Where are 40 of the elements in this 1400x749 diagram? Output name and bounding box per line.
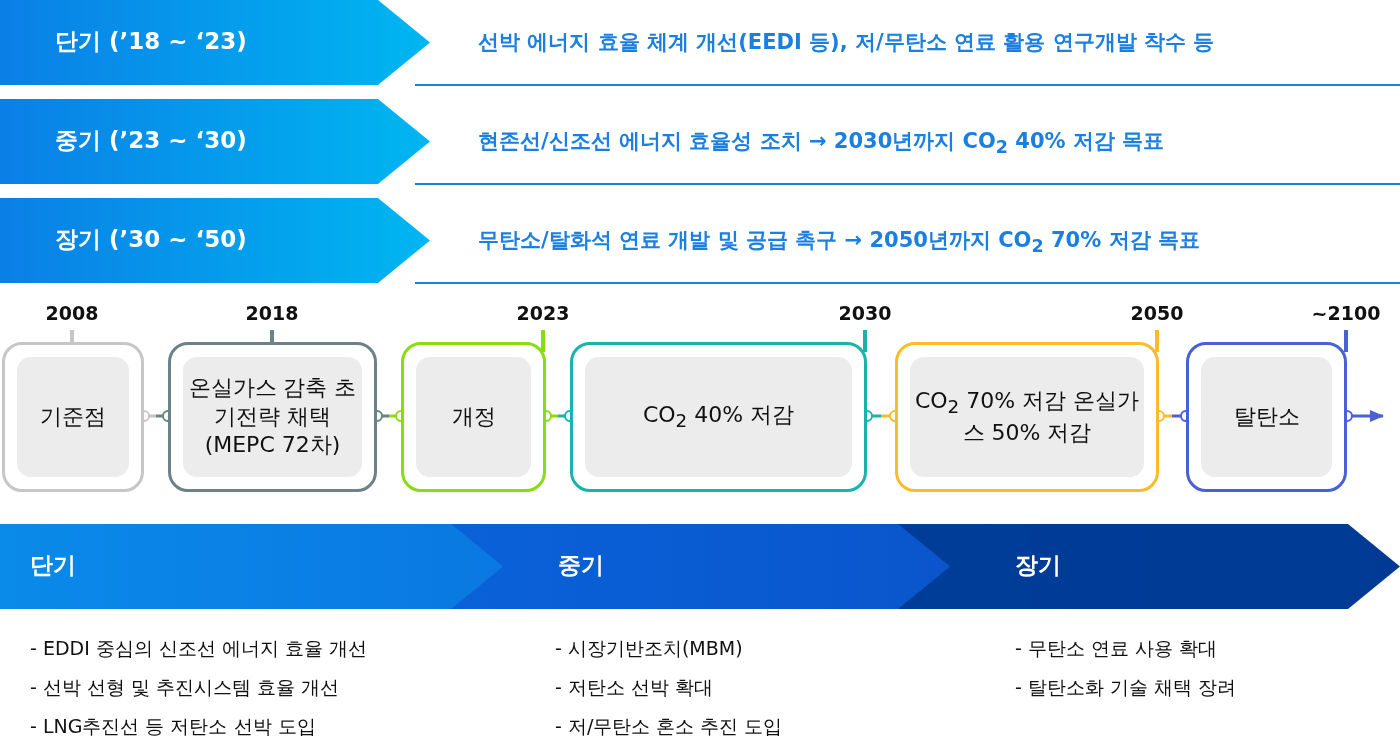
chevron-banner (0, 0, 430, 85)
bullet-item: - 선박 선형 및 추진시스템 효율 개선 (30, 675, 340, 700)
description-text: 현존선/신조선 에너지 효율성 조치 → 2030년까지 CO$_{2}$ 40% 저감 목표 (478, 128, 1165, 158)
banner-title: 단기 (30, 551, 76, 581)
timeline-box (2, 342, 144, 492)
bullet-item: - 탈탄소화 기술 채택 장려 (1015, 675, 1236, 700)
year-label: ~2100 (1311, 302, 1381, 324)
banner-title: 장기 (’30 ~ ‘50) (55, 225, 247, 255)
milestone-text: CO$_{2}$ 70% 저감 온실가스 50% 저감 (913, 386, 1141, 447)
timeline-box (1186, 342, 1347, 492)
chevron-banner (0, 198, 430, 283)
banner-title: 중기 (558, 551, 604, 581)
bullet-item: - 시장기반조치(MBM) (555, 636, 743, 661)
year-label: 2030 (838, 302, 892, 324)
banner-title: 단기 (’18 ~ ‘23) (55, 27, 247, 57)
milestone-text: 탈탄소 (1233, 402, 1300, 431)
banner-title: 중기 (’23 ~ ‘30) (55, 126, 247, 156)
description-text: 무탄소/탈화석 연료 개발 및 공급 촉구 → 2050년까지 CO$_{2}$ 70% 저감 목표 (478, 227, 1200, 257)
chevron-band (897, 524, 1400, 609)
timeline-box (401, 342, 546, 492)
year-label: 2018 (245, 302, 299, 324)
year-label: 2023 (516, 302, 570, 324)
bullet-item: - 무탄소 연료 사용 확대 (1015, 636, 1217, 661)
bullet-item: - 저/무탄소 혼소 추진 도입 (555, 714, 783, 739)
bullet-item: - EDDI 중심의 신조선 에너지 효율 개선 (30, 636, 367, 661)
timeline-box (168, 342, 377, 492)
chevron-band (0, 524, 503, 609)
banner-title: 장기 (1015, 551, 1061, 581)
timeline-box (570, 342, 867, 492)
milestone-text: 개정 (451, 402, 496, 431)
bullet-item: - LNG추진선 등 저탄소 선박 도입 (30, 714, 316, 739)
milestone-text: 온실가스 감축 초기전략 채택 (MEPC 72차) (187, 374, 358, 460)
milestone-text: CO$_{2}$ 40% 저감 (642, 400, 795, 434)
bullet-item: - 저탄소 선박 확대 (555, 675, 713, 700)
year-label: 2008 (45, 302, 99, 324)
timeline-box (895, 342, 1159, 492)
milestone-text: 기준점 (40, 402, 106, 431)
year-label: 2050 (1130, 302, 1184, 324)
description-text: 선박 에너지 효율 체계 개선(EEDI 등), 저/무탄소 연료 활용 연구개발 착수 등 (478, 29, 1215, 56)
chevron-banner (0, 99, 430, 184)
